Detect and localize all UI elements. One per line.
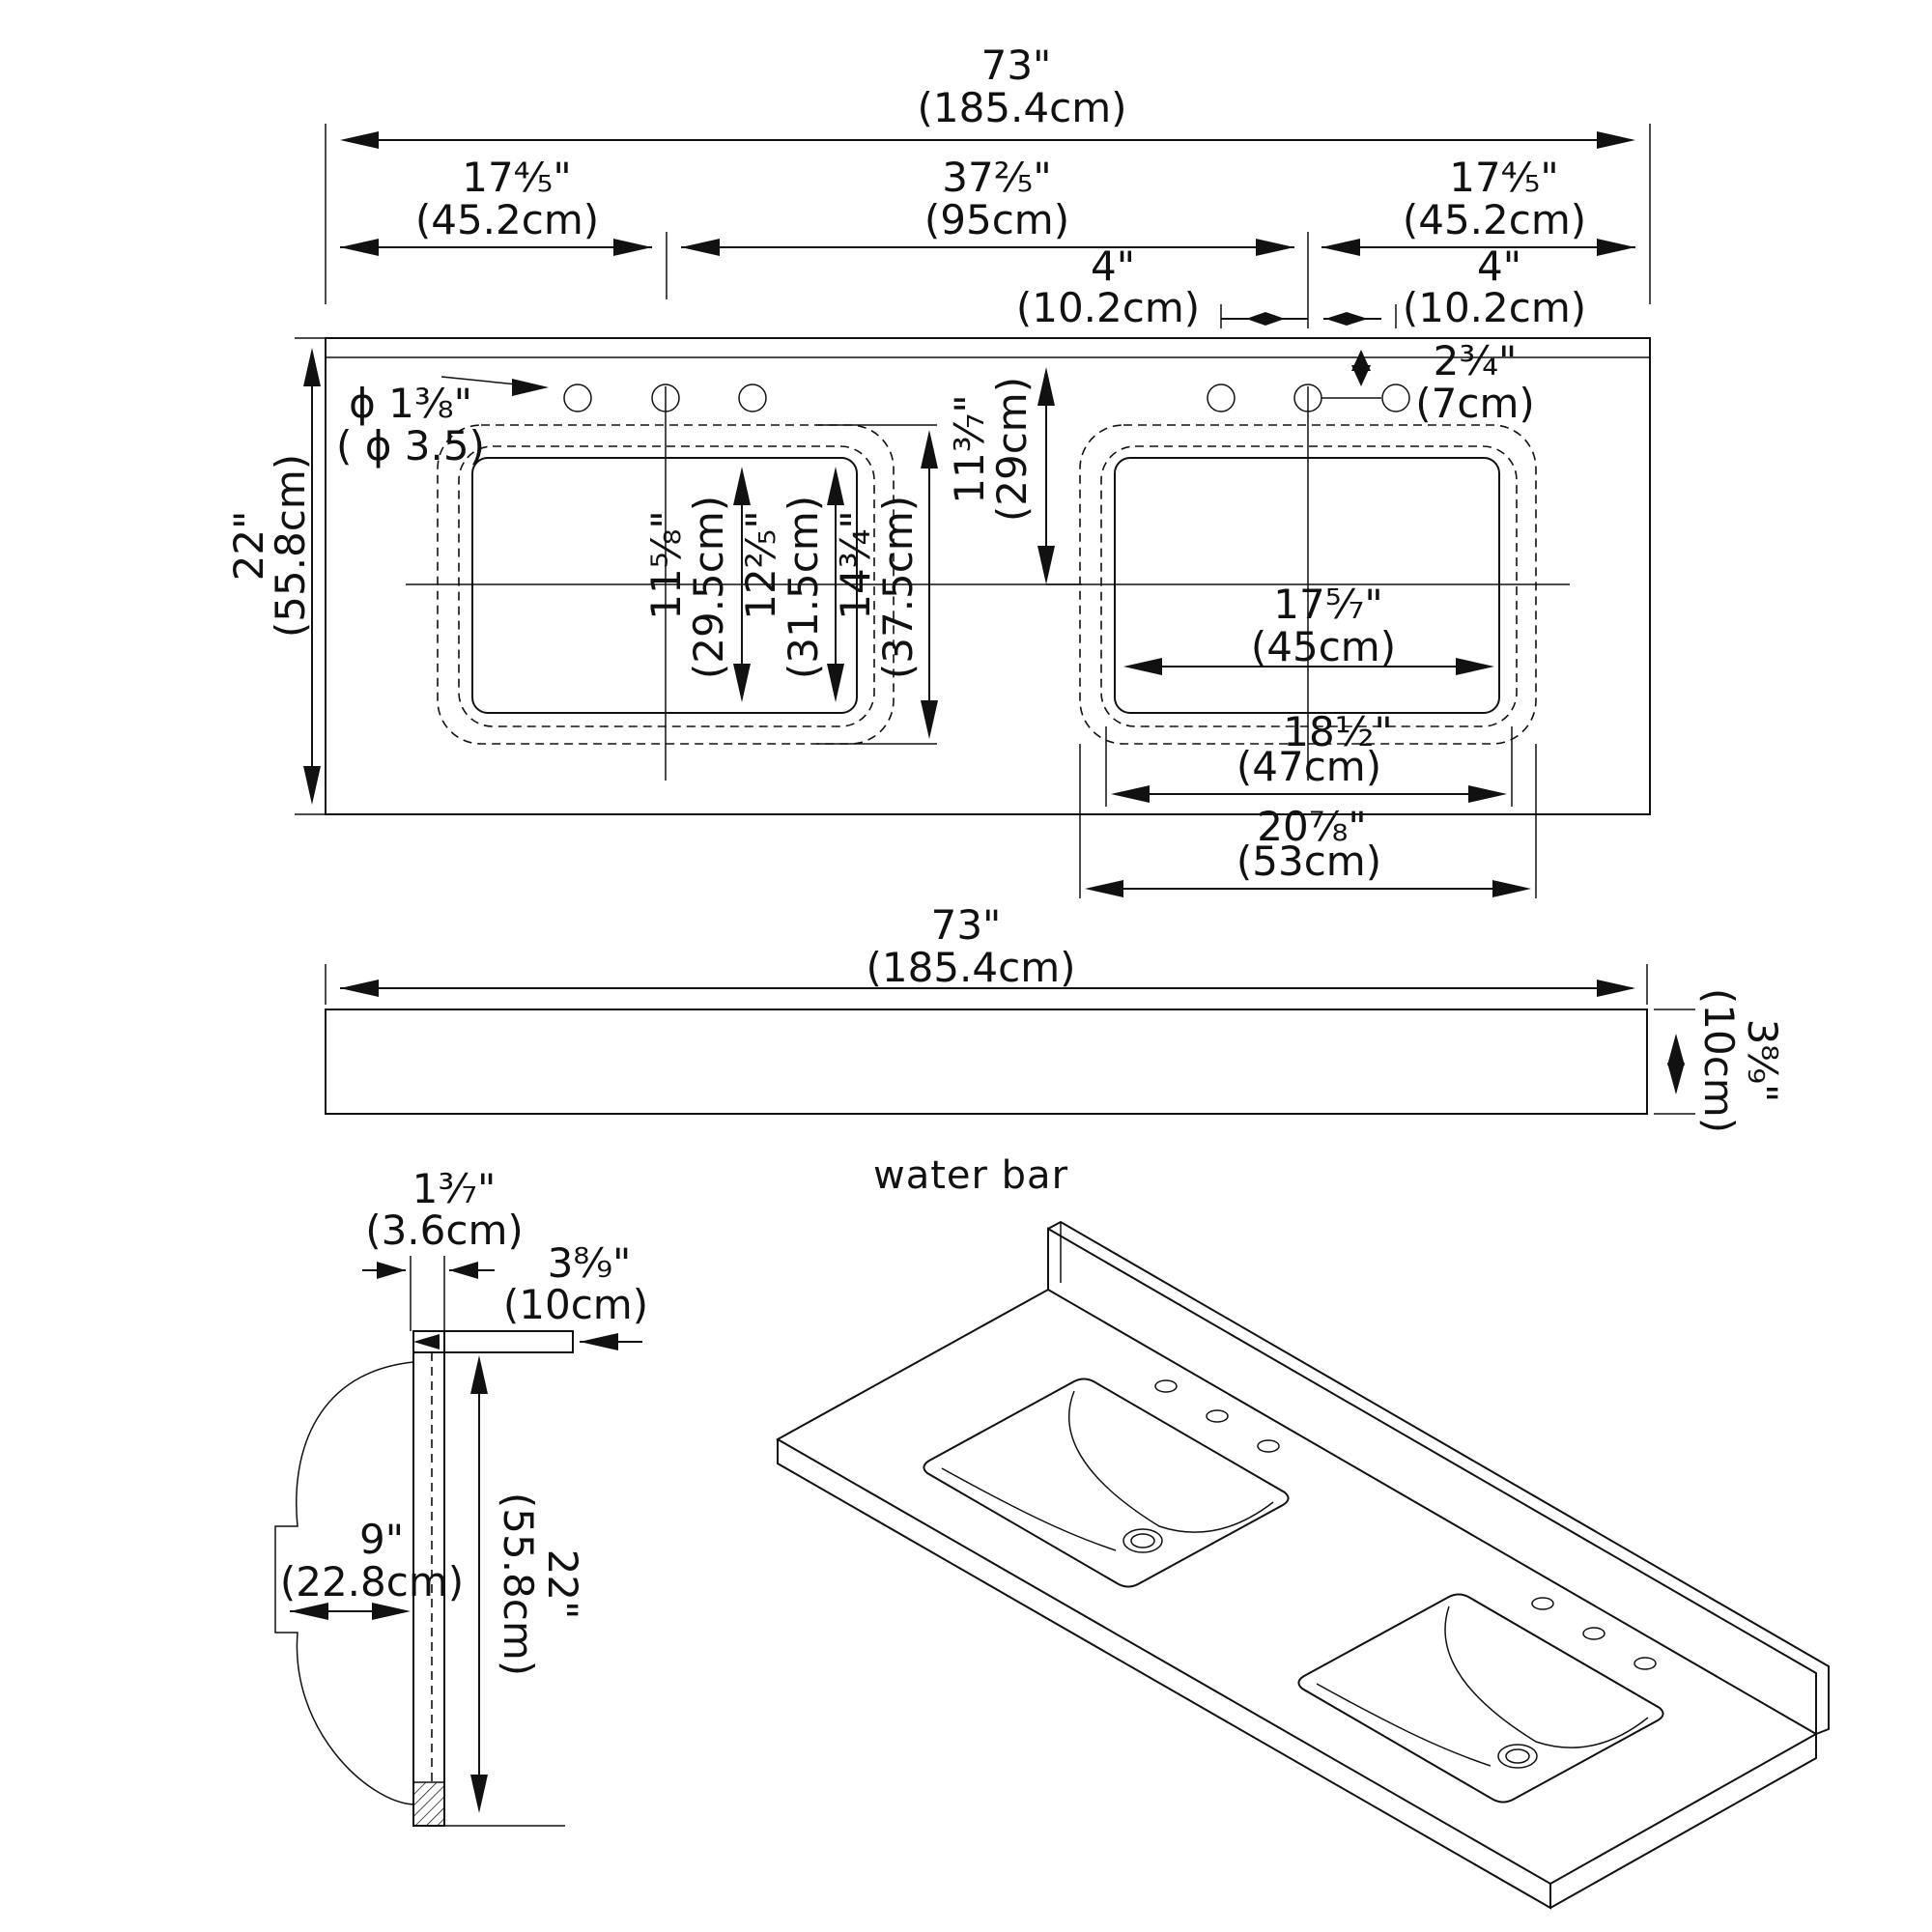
overall-width-in: 73" [981, 42, 1052, 89]
faucet-hole-icon [738, 384, 767, 412]
hole-diameter-in: ϕ 1⅜" [349, 380, 472, 427]
depth-dimension: 22" (55.8cm) [225, 337, 326, 815]
side-thickness-in: 1³⁄₇" [412, 1165, 497, 1212]
side-splash-height-in: 3⁸⁄₉" [548, 1239, 632, 1287]
basin-mid-width-cm: (47cm) [1236, 743, 1381, 790]
faucet-spacing-dimensions: 4" (10.2cm) 4" (10.2cm) [1016, 242, 1586, 331]
faucet-hole-icon [1582, 1627, 1605, 1640]
side-depth-cm: (55.8cm) [495, 1492, 542, 1676]
hole-offset-cm: (7cm) [1415, 380, 1535, 427]
basin-outer-width-cm: (53cm) [1236, 838, 1381, 885]
faucet-hole-icon [563, 384, 592, 412]
right-sink-plan: 11³⁄₇" (29cm) 17⁵⁄₇" (45cm) 18½" (47cm) … [946, 367, 1537, 898]
left-section-cm: (45.2cm) [415, 196, 599, 243]
depth-in: 22" [225, 511, 272, 582]
depth-cm: (55.8cm) [267, 454, 314, 638]
sink-center-depth-in: 11³⁄₇" [946, 394, 993, 503]
right-section-in: 17⅘" [1449, 154, 1558, 201]
backsplash-view: 73" (185.4cm) 3⁸⁄₉" (10cm) water bar [325, 901, 1786, 1198]
left-sink-iso [923, 1378, 1290, 1588]
countertop-outline [325, 337, 1651, 815]
faucet-spacing-left-in: 4" [1091, 242, 1135, 290]
left-sink-plan: 11⅝" (29.5cm) 12⅖" (31.5cm) 14¾" (37.5cm… [437, 424, 938, 745]
isometric-view [775, 1220, 1830, 1910]
center-section-cm: (95cm) [924, 196, 1069, 243]
faucet-spacing-right-cm: (10.2cm) [1403, 284, 1586, 331]
faucet-hole-icon [1531, 1597, 1554, 1610]
side-splash-height-cm: (10cm) [503, 1281, 648, 1328]
backsplash-height-cm: (10cm) [1695, 988, 1743, 1133]
backsplash-width-cm: (185.4cm) [866, 944, 1075, 991]
side-depth-in: 22" [539, 1549, 586, 1620]
basin-inner-width-cm: (45cm) [1251, 623, 1396, 670]
basin-outer-width-in: 20⅞" [1257, 803, 1366, 850]
overall-width-cm: (185.4cm) [917, 84, 1126, 131]
faucet-hole-icon [1257, 1439, 1280, 1453]
faucet-hole-icon [1381, 384, 1410, 412]
hole-offset-callout: 2¾" (7cm) [1321, 337, 1535, 427]
right-sink-iso [1297, 1593, 1664, 1804]
basin-mid-depth-cm: (31.5cm) [780, 496, 827, 679]
basin-outer-depth-in: 14¾" [832, 510, 879, 619]
backsplash-height-in: 3⁸⁄₉" [1739, 1019, 1786, 1103]
plan-view: 73" (185.4cm) 17⅘" (45.2cm) 37⅖" (95cm) … [225, 42, 1651, 898]
hole-offset-in: 2¾" [1434, 337, 1518, 384]
side-basin-depth-in: 9" [359, 1516, 404, 1563]
basin-inner-depth-in: 11⅝" [642, 510, 690, 619]
left-section-in: 17⅘" [462, 154, 571, 201]
faucet-spacing-right-in: 4" [1477, 242, 1521, 290]
basin-outer-depth-cm: (37.5cm) [874, 496, 922, 679]
faucet-hole-icon [1207, 384, 1236, 412]
basin-mid-width-in: 18½" [1283, 708, 1392, 755]
water-bar-label: water bar [873, 1153, 1068, 1198]
backsplash-width-in: 73" [931, 901, 1002, 949]
faucet-hole-icon [1206, 1409, 1229, 1423]
basin-mid-depth-in: 12⅖" [737, 510, 784, 619]
backsplash-outline [325, 1009, 1648, 1115]
side-thickness-cm: (3.6cm) [365, 1207, 524, 1254]
section-dimensions: 17⅘" (45.2cm) 37⅖" (95cm) 17⅘" (45.2cm) [340, 154, 1635, 256]
basin-inner-width-in: 17⁵⁄₇" [1273, 581, 1382, 628]
drain-icon [1122, 1528, 1163, 1553]
hole-diameter-callout: ϕ 1⅜" ( ϕ 3.5) [336, 376, 549, 469]
sink-center-depth-cm: (29cm) [988, 377, 1036, 522]
overall-width-dimension: 73" (185.4cm) [340, 42, 1635, 149]
center-section-in: 37⅖" [942, 154, 1051, 201]
drain-icon [1497, 1744, 1538, 1769]
right-section-cm: (45.2cm) [1403, 196, 1586, 243]
basin-inner-depth-cm: (29.5cm) [685, 496, 732, 679]
faucet-hole-icon [1634, 1657, 1657, 1670]
side-section-view: 1³⁄₇" (3.6cm) 3⁸⁄₉" (10cm) 9" (22.8cm) 2… [274, 1165, 648, 1827]
faucet-spacing-left-cm: (10.2cm) [1016, 284, 1200, 331]
faucet-hole-icon [1154, 1379, 1178, 1393]
side-basin-depth-cm: (22.8cm) [280, 1558, 464, 1605]
